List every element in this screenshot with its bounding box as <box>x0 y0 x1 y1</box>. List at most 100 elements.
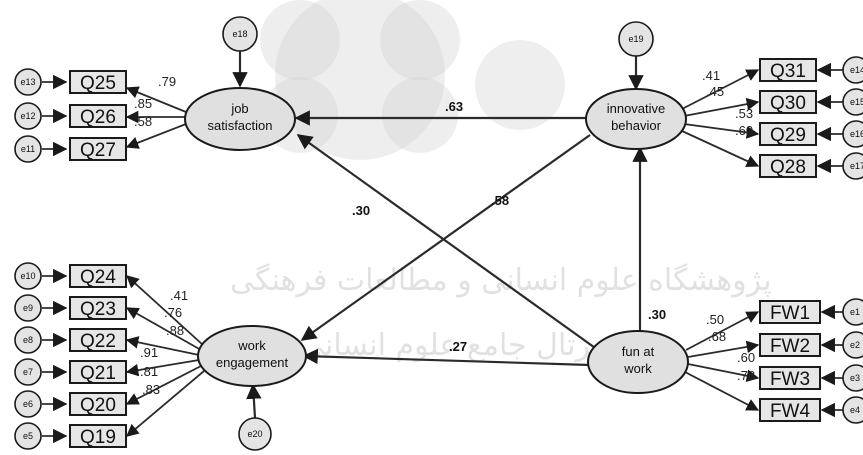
loading-arrow-Q27 <box>125 123 187 149</box>
FW4-label: FW4 <box>770 401 811 422</box>
Q24-box <box>69 264 127 288</box>
loading-Q30: .45 <box>706 84 724 99</box>
fun-ellipse <box>587 330 689 394</box>
e2-circle <box>842 331 863 359</box>
indicator-Q31: Q31 <box>759 58 817 82</box>
Q19-box <box>69 424 127 448</box>
loading-arrow-Q24 <box>126 275 204 346</box>
coef-fun-to-work: .27 <box>449 339 467 354</box>
FW1-box <box>759 300 821 324</box>
path-innov-to-work <box>300 134 591 341</box>
loading-FW4: .78 <box>737 368 755 383</box>
loading-arrow-Q28 <box>681 130 760 167</box>
e11-circle <box>14 135 42 163</box>
innov-loadings <box>681 62 843 174</box>
indicator-Q23: Q23 <box>69 296 127 320</box>
e16-circle <box>842 120 863 148</box>
loading-arrow-Q25 <box>125 86 187 113</box>
loading-arrow-FW2 <box>687 340 760 358</box>
indicator-FW2: FW2 <box>759 333 821 357</box>
Q31-box <box>759 58 817 82</box>
disturbance-arrows <box>232 51 644 419</box>
FW2-label: FW2 <box>770 336 810 357</box>
e16-label: e16 <box>850 129 863 139</box>
loading-arrow-Q19 <box>126 370 205 437</box>
loading-Q31: .41 <box>702 68 720 83</box>
error-circles-right: e14 e15 e16 e17 e1 e2 e3 e4 <box>842 56 863 424</box>
Q27-label: Q27 <box>80 140 116 161</box>
job-ellipse <box>184 87 296 151</box>
Q21-box <box>69 360 127 384</box>
Q28-label: Q28 <box>770 157 806 178</box>
loading-arrow-FW4 <box>684 371 760 411</box>
Q25-box <box>69 70 127 94</box>
Q30-box <box>759 90 817 114</box>
loading-arrow-Q29 <box>683 123 760 139</box>
e2-label: e2 <box>850 340 860 350</box>
loading-arrow-Q23 <box>125 307 202 351</box>
indicator-Q26: Q26 <box>69 104 127 128</box>
e12-circle <box>14 102 42 130</box>
loading-Q26: .85 <box>134 96 152 111</box>
path-coefficients: .63 .58 .30 .30 .27 <box>352 99 666 354</box>
Q29-label: Q29 <box>770 125 806 146</box>
Q22-label: Q22 <box>80 331 116 352</box>
FW4-box <box>759 398 821 422</box>
e4-circle <box>842 396 863 424</box>
loading-arrow-Q20 <box>125 365 202 405</box>
loading-arrow-FW3 <box>687 363 760 382</box>
e4-label: e4 <box>850 405 860 415</box>
Q19-label: Q19 <box>80 427 116 448</box>
loading-Q24: .41 <box>170 288 188 303</box>
loading-FW1: .50 <box>706 312 724 327</box>
e5-circle <box>14 422 42 450</box>
loading-Q23: .76 <box>164 305 182 320</box>
indicator-FW1: FW1 <box>759 300 821 324</box>
e5-label: e5 <box>23 431 33 441</box>
indicator-FW4: FW4 <box>759 398 821 422</box>
e6-circle <box>14 390 42 418</box>
factor-loadings: .79 .85 .58 .41 .76 .88 .91 .81 .83 .41 … <box>134 68 755 397</box>
innov-label-line-2: behavior <box>611 118 662 133</box>
innov-label-line-1: innovative <box>607 101 666 116</box>
FW1-label: FW1 <box>770 303 810 324</box>
work-label-line-2: engagement <box>216 355 289 370</box>
job-label-line-1: job <box>230 101 248 116</box>
indicator-Q28: Q28 <box>759 154 817 178</box>
Q30-label: Q30 <box>770 93 806 114</box>
e18-label: e18 <box>232 29 247 39</box>
fun-label-line-2: work <box>623 361 652 376</box>
Q21-label: Q21 <box>80 363 116 384</box>
fun-loadings <box>684 304 843 418</box>
Q28-box <box>759 154 817 178</box>
e17-circle <box>842 152 863 180</box>
e20-circle <box>238 417 272 451</box>
loading-Q25: .79 <box>158 74 176 89</box>
loading-FW2: .68 <box>708 329 726 344</box>
indicator-Q30: Q30 <box>759 90 817 114</box>
Q23-label: Q23 <box>80 299 116 320</box>
coef-innov-to-job: .63 <box>445 99 463 114</box>
e15-circle <box>842 88 863 116</box>
indicator-Q27: Q27 <box>69 137 127 161</box>
loading-Q21: .91 <box>140 345 158 360</box>
disturbance-e18: e18 <box>222 16 258 52</box>
Q26-label: Q26 <box>80 107 116 128</box>
e10-circle <box>14 262 42 290</box>
e14-circle <box>842 56 863 84</box>
e19-label: e19 <box>628 34 643 44</box>
job-loadings <box>42 74 187 157</box>
loading-Q19: .83 <box>142 382 160 397</box>
loading-FW3: .60 <box>737 350 755 365</box>
e12-label: e12 <box>20 111 35 121</box>
indicator-Q21: Q21 <box>69 360 127 384</box>
indicator-Q22: Q22 <box>69 328 127 352</box>
error-circles-left: e13 e12 e11 e10 e9 e8 e7 e6 e5 <box>14 68 42 450</box>
latent-work-engagement: work engagement <box>197 325 307 387</box>
coef-innov-to-work: .58 <box>491 193 509 208</box>
indicator-Q25: Q25 <box>69 70 127 94</box>
coef-fun-to-job: .30 <box>352 203 370 218</box>
arrow-e20 <box>246 383 262 419</box>
work-loadings <box>42 268 205 444</box>
